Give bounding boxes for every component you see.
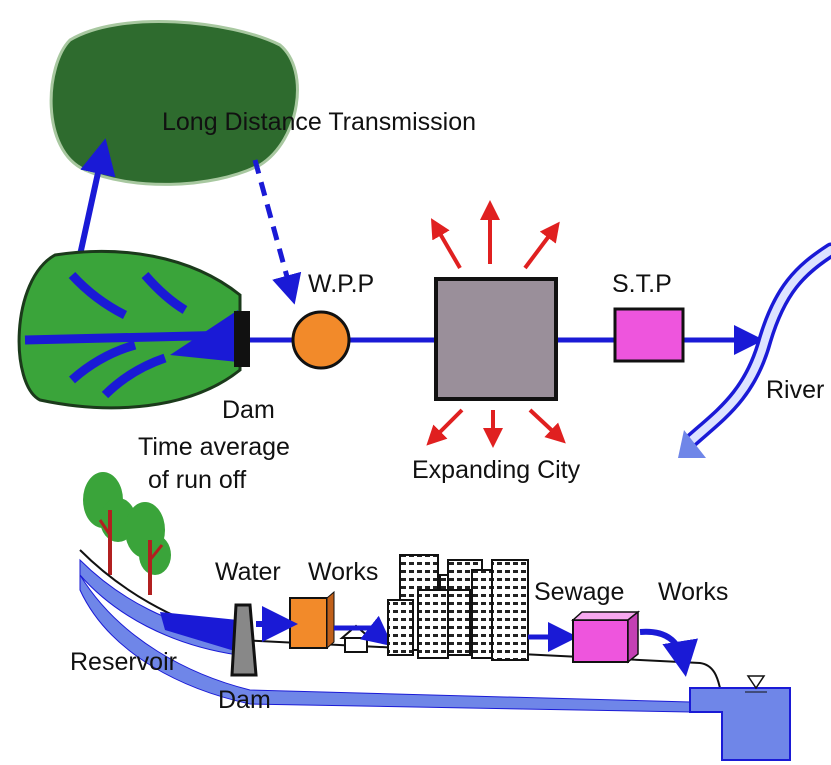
river-mouth bbox=[678, 430, 706, 458]
trees bbox=[83, 472, 171, 595]
wpp-circle bbox=[291, 310, 351, 370]
label-sewage: Sewage bbox=[534, 578, 624, 606]
catchment-basin bbox=[17, 249, 242, 410]
sewage-works-box bbox=[571, 610, 641, 664]
label-time-average-1: Time average bbox=[138, 433, 290, 461]
label-works-sewage: Works bbox=[658, 578, 728, 606]
flow-sewage-to-river bbox=[639, 628, 698, 677]
arrow-forest-to-wpp-dashed bbox=[252, 159, 302, 305]
label-works-water: Works bbox=[308, 558, 378, 586]
expansion-arrows bbox=[426, 200, 566, 448]
stp-box bbox=[613, 307, 685, 363]
label-water: Water bbox=[215, 558, 281, 586]
flow-works-to-city bbox=[334, 615, 393, 647]
city-square bbox=[434, 277, 558, 401]
label-wpp: W.P.P bbox=[308, 270, 374, 298]
label-reservoir: Reservoir bbox=[70, 648, 177, 676]
label-long-distance: Long Distance Transmission bbox=[162, 108, 476, 136]
label-time-average-2: of run off bbox=[148, 466, 246, 494]
label-stp: S.T.P bbox=[612, 270, 672, 298]
arrow-basin-to-forest bbox=[77, 138, 116, 256]
label-river: River bbox=[766, 376, 824, 404]
distant-forest bbox=[49, 20, 299, 186]
label-expanding-city: Expanding City bbox=[412, 456, 581, 484]
water-level-icon bbox=[746, 675, 766, 690]
lower-dam bbox=[230, 603, 258, 677]
label-dam-top: Dam bbox=[222, 396, 275, 424]
dam-block bbox=[234, 311, 250, 367]
river-cross-section bbox=[689, 687, 791, 761]
water-works-box bbox=[289, 597, 328, 649]
city-buildings bbox=[387, 554, 529, 661]
label-dam-bottom: Dam bbox=[218, 686, 271, 714]
